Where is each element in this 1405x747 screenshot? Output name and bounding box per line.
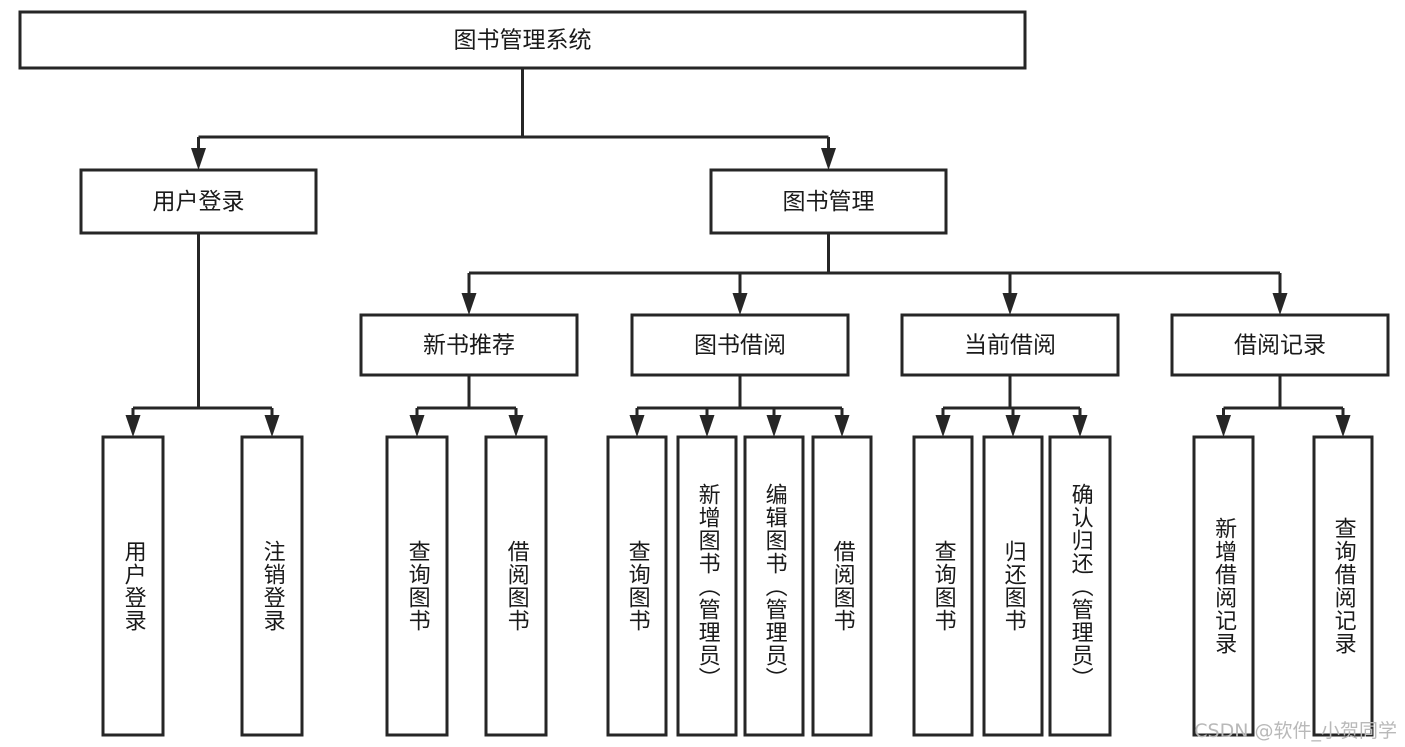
node-l3_3[interactable]: 借阅记录 (1170, 313, 1390, 377)
node-leaf_9[interactable] (982, 435, 1044, 737)
node-box[interactable] (1048, 435, 1112, 737)
connector-arrowhead (125, 415, 141, 437)
node-box[interactable] (811, 435, 873, 737)
connector-arrowhead (1072, 415, 1088, 437)
watermark-text: CSDN @软件_小贺同学 (1194, 720, 1397, 742)
connector-arrowhead (1216, 415, 1231, 437)
node-label: 借阅记录 (1234, 333, 1326, 359)
node-box[interactable] (743, 435, 805, 737)
node-box[interactable] (709, 168, 948, 235)
connector-arrowhead (508, 415, 524, 437)
node-leaf_12[interactable] (1312, 435, 1374, 737)
node-l3_2[interactable]: 当前借阅 (900, 313, 1120, 377)
node-leaf_7[interactable] (811, 435, 873, 737)
node-leaf_0[interactable] (101, 435, 165, 737)
node-l3_0[interactable]: 新书推荐 (359, 313, 579, 377)
node-label: 当前借阅 (964, 333, 1056, 359)
node-box[interactable] (359, 313, 579, 377)
node-box[interactable] (18, 10, 1027, 70)
node-leaf_6[interactable] (743, 435, 805, 737)
node-box[interactable] (484, 435, 548, 737)
connector-arrowhead (1272, 293, 1288, 315)
node-l2_1[interactable]: 图书管理 (709, 168, 948, 235)
node-leaf_5[interactable] (676, 435, 738, 737)
node-leaf_2[interactable] (385, 435, 449, 737)
node-box[interactable] (606, 435, 668, 737)
connector-arrowhead (409, 415, 425, 437)
connector-arrowhead (1005, 415, 1021, 437)
node-box[interactable] (982, 435, 1044, 737)
node-label: 新书推荐 (423, 333, 515, 359)
connector-arrowhead (191, 148, 206, 170)
node-box[interactable] (240, 435, 304, 737)
connector-arrowhead (461, 293, 477, 315)
connector-arrowhead (821, 148, 836, 170)
connector-arrowhead (935, 415, 951, 437)
node-leaf_8[interactable] (912, 435, 974, 737)
node-box[interactable] (1312, 435, 1374, 737)
node-label: 图书管理系统 (454, 28, 592, 54)
node-box[interactable] (912, 435, 974, 737)
connector-arrowhead (1002, 293, 1018, 315)
connector-arrowhead (834, 415, 850, 437)
node-box[interactable] (1170, 313, 1390, 377)
node-box[interactable] (900, 313, 1120, 377)
node-label: 图书借阅 (694, 333, 786, 359)
node-label: 图书管理 (783, 189, 875, 215)
node-box[interactable] (630, 313, 850, 377)
node-box[interactable] (676, 435, 738, 737)
connector-layer (125, 68, 1351, 437)
node-label: 用户登录 (153, 189, 245, 215)
connector-arrowhead (1335, 415, 1351, 437)
connector-arrowhead (766, 415, 782, 437)
node-root[interactable]: 图书管理系统 (18, 10, 1027, 70)
node-l2_0[interactable]: 用户登录 (79, 168, 318, 235)
node-leaf_10[interactable] (1048, 435, 1112, 737)
node-box[interactable] (385, 435, 449, 737)
node-leaf_1[interactable] (240, 435, 304, 737)
connector-arrowhead (629, 415, 645, 437)
node-leaf_11[interactable] (1192, 435, 1255, 737)
connector-arrowhead (264, 415, 280, 437)
node-box[interactable] (1192, 435, 1255, 737)
node-box[interactable] (101, 435, 165, 737)
node-box[interactable] (79, 168, 318, 235)
connector-arrowhead (732, 293, 748, 315)
connector-arrowhead (699, 415, 715, 437)
node-l3_1[interactable]: 图书借阅 (630, 313, 850, 377)
node-leaf_4[interactable] (606, 435, 668, 737)
node-leaf_3[interactable] (484, 435, 548, 737)
